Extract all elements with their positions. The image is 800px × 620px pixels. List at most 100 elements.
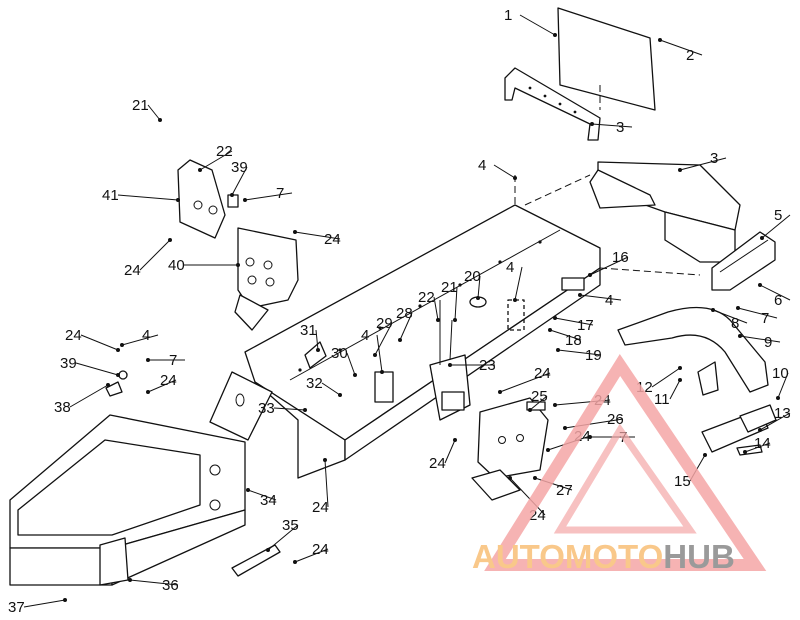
leader-line-32 <box>321 382 341 396</box>
callout-35: 35 <box>282 517 299 534</box>
callout-7: 7 <box>761 310 769 327</box>
leader-dot-24 <box>293 560 297 564</box>
leader-line-4 <box>493 164 516 179</box>
leader-dot-19 <box>556 348 560 352</box>
callout-4: 4 <box>142 327 150 344</box>
leader-line-24 <box>294 548 329 563</box>
leader-line-7 <box>244 192 293 201</box>
leader-dot-4 <box>578 293 582 297</box>
callout-3: 3 <box>710 150 718 167</box>
leader-line-24 <box>499 372 551 393</box>
leader-dot-17 <box>553 316 557 320</box>
leader-dot-5 <box>760 236 764 240</box>
leader-dot-4 <box>120 343 124 347</box>
leader-dot-22 <box>436 318 440 322</box>
main-frame <box>209 174 701 479</box>
callout-24: 24 <box>312 541 329 558</box>
leader-dot-2 <box>658 38 662 42</box>
callout-22: 22 <box>418 289 435 306</box>
callout-4: 4 <box>361 327 369 344</box>
leader-line-13 <box>759 412 791 431</box>
leader-line-31 <box>315 329 319 351</box>
upper-bracket <box>504 67 601 141</box>
leader-line-3 <box>679 157 727 171</box>
callout-13: 13 <box>774 405 791 422</box>
callout-8: 8 <box>731 315 739 332</box>
callout-23: 23 <box>479 357 496 374</box>
leader-dot-4 <box>513 176 517 180</box>
callout-numbers: 1233444445677778910111213141516171819202… <box>8 7 791 616</box>
leader-dot-30 <box>353 373 357 377</box>
leader-line-10 <box>777 372 789 399</box>
leader-line-38 <box>69 384 109 408</box>
leader-line-4 <box>121 334 159 346</box>
callout-27: 27 <box>556 482 573 499</box>
leader-line-41 <box>117 194 179 201</box>
callout-24: 24 <box>534 365 551 382</box>
watermark-word-hub: HUB <box>663 538 735 575</box>
leader-dot-13 <box>758 428 762 432</box>
callout-37: 37 <box>8 599 25 616</box>
callout-1: 1 <box>504 7 512 24</box>
leader-dot-36 <box>128 578 132 582</box>
leader-dot-10 <box>776 396 780 400</box>
leader-line-16 <box>589 256 629 276</box>
leader-line-5 <box>761 214 791 239</box>
leader-dot-32 <box>338 393 342 397</box>
leader-line-36 <box>129 579 179 586</box>
leader-line-19 <box>557 349 602 356</box>
leader-dot-3 <box>678 168 682 172</box>
callout-5: 5 <box>774 207 782 224</box>
leader-dot-23 <box>448 363 452 367</box>
upper-left-bracket <box>177 159 239 239</box>
mounting-bracket <box>234 227 299 331</box>
leader-dot-29 <box>373 353 377 357</box>
leader-dot-21 <box>453 318 457 322</box>
callout-28: 28 <box>396 305 413 322</box>
leader-dot-39 <box>230 193 234 197</box>
callout-41: 41 <box>102 187 119 204</box>
callout-20: 20 <box>464 268 481 285</box>
callout-11: 11 <box>654 391 670 408</box>
leader-dot-16 <box>588 273 592 277</box>
leader-dot-26 <box>563 426 567 430</box>
leader-line-21 <box>454 286 458 321</box>
leader-dot-24 <box>453 438 457 442</box>
callout-26: 26 <box>607 411 624 428</box>
callout-7: 7 <box>276 185 284 202</box>
leader-line-35 <box>267 524 299 551</box>
leader-line-24 <box>139 239 171 271</box>
leader-line-20 <box>477 275 481 299</box>
hardware-pieces <box>105 277 585 411</box>
leader-dot-28 <box>398 338 402 342</box>
callout-38: 38 <box>54 399 71 416</box>
leader-line-22 <box>433 296 439 321</box>
leader-line-30 <box>346 352 356 376</box>
rear-bumper-bar <box>617 306 769 396</box>
leader-dot-37 <box>63 598 67 602</box>
step-bracket <box>471 397 549 501</box>
leader-line-37 <box>23 599 66 608</box>
leader-line-34 <box>247 489 277 501</box>
callout-10: 10 <box>772 365 789 382</box>
callout-24: 24 <box>429 455 446 472</box>
leader-line-14 <box>744 442 771 453</box>
callout-30: 30 <box>331 345 348 362</box>
callout-4: 4 <box>478 157 486 174</box>
leader-dot-21 <box>158 118 162 122</box>
leader-line-12 <box>651 367 681 388</box>
leader-line-4 <box>579 294 622 301</box>
callout-17: 17 <box>577 317 594 334</box>
leader-line-28 <box>399 312 413 341</box>
leader-line-33 <box>273 407 306 411</box>
leader-line-24 <box>509 477 546 516</box>
watermark-inner-triangle <box>553 423 697 534</box>
leader-dot-24 <box>546 448 550 452</box>
callout-25: 25 <box>531 388 548 405</box>
frame-holes <box>298 240 542 372</box>
leader-dot-39 <box>116 373 120 377</box>
leader-line-6 <box>759 284 791 301</box>
leader-dot-35 <box>266 548 270 552</box>
callout-33: 33 <box>258 400 275 417</box>
